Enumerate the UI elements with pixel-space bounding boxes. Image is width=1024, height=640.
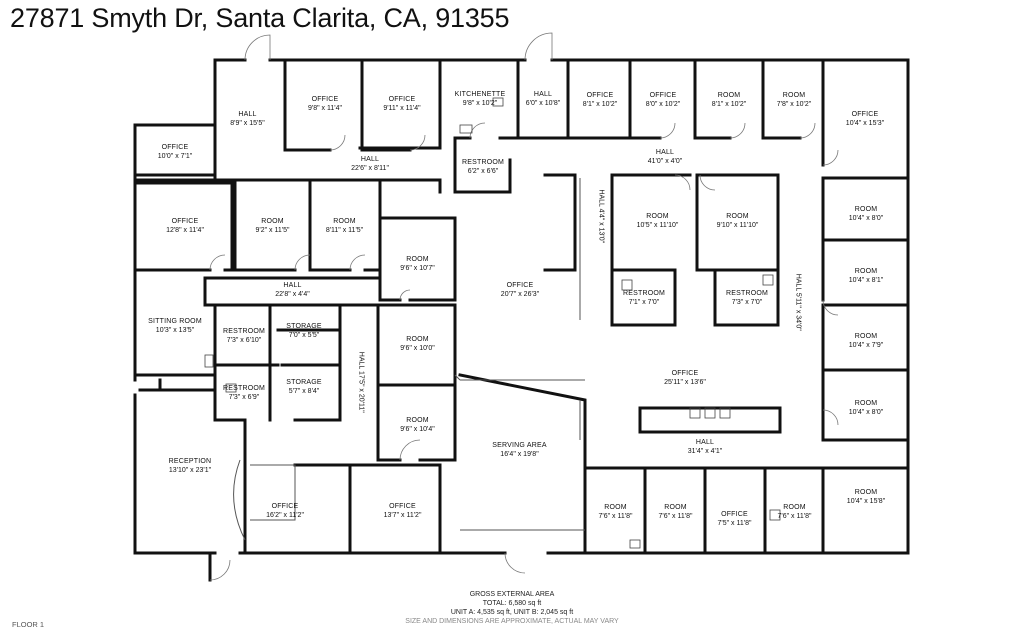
vertical-label-hall-v2: HALL 17'5" x 20'11" [357,351,365,413]
disclaimer: SIZE AND DIMENSIONS ARE APPROXIMATE, ACT… [405,618,619,625]
area-units: UNIT A: 4,535 sq ft, UNIT B: 2,045 sq ft [450,609,574,616]
area-title: GROSS EXTERNAL AREA [469,591,555,598]
page-title: 27871 Smyth Dr, Santa Clarita, CA, 91355 [10,3,510,33]
area-total: TOTAL: 6,580 sq ft [482,600,542,607]
vertical-label-hall-v3: HALL 5'11" x 34'0" [794,273,802,331]
floor-label: FLOOR 1 [12,620,45,629]
vertical-label-hall-v1: HALL 4'4" x 13'0" [597,189,605,244]
